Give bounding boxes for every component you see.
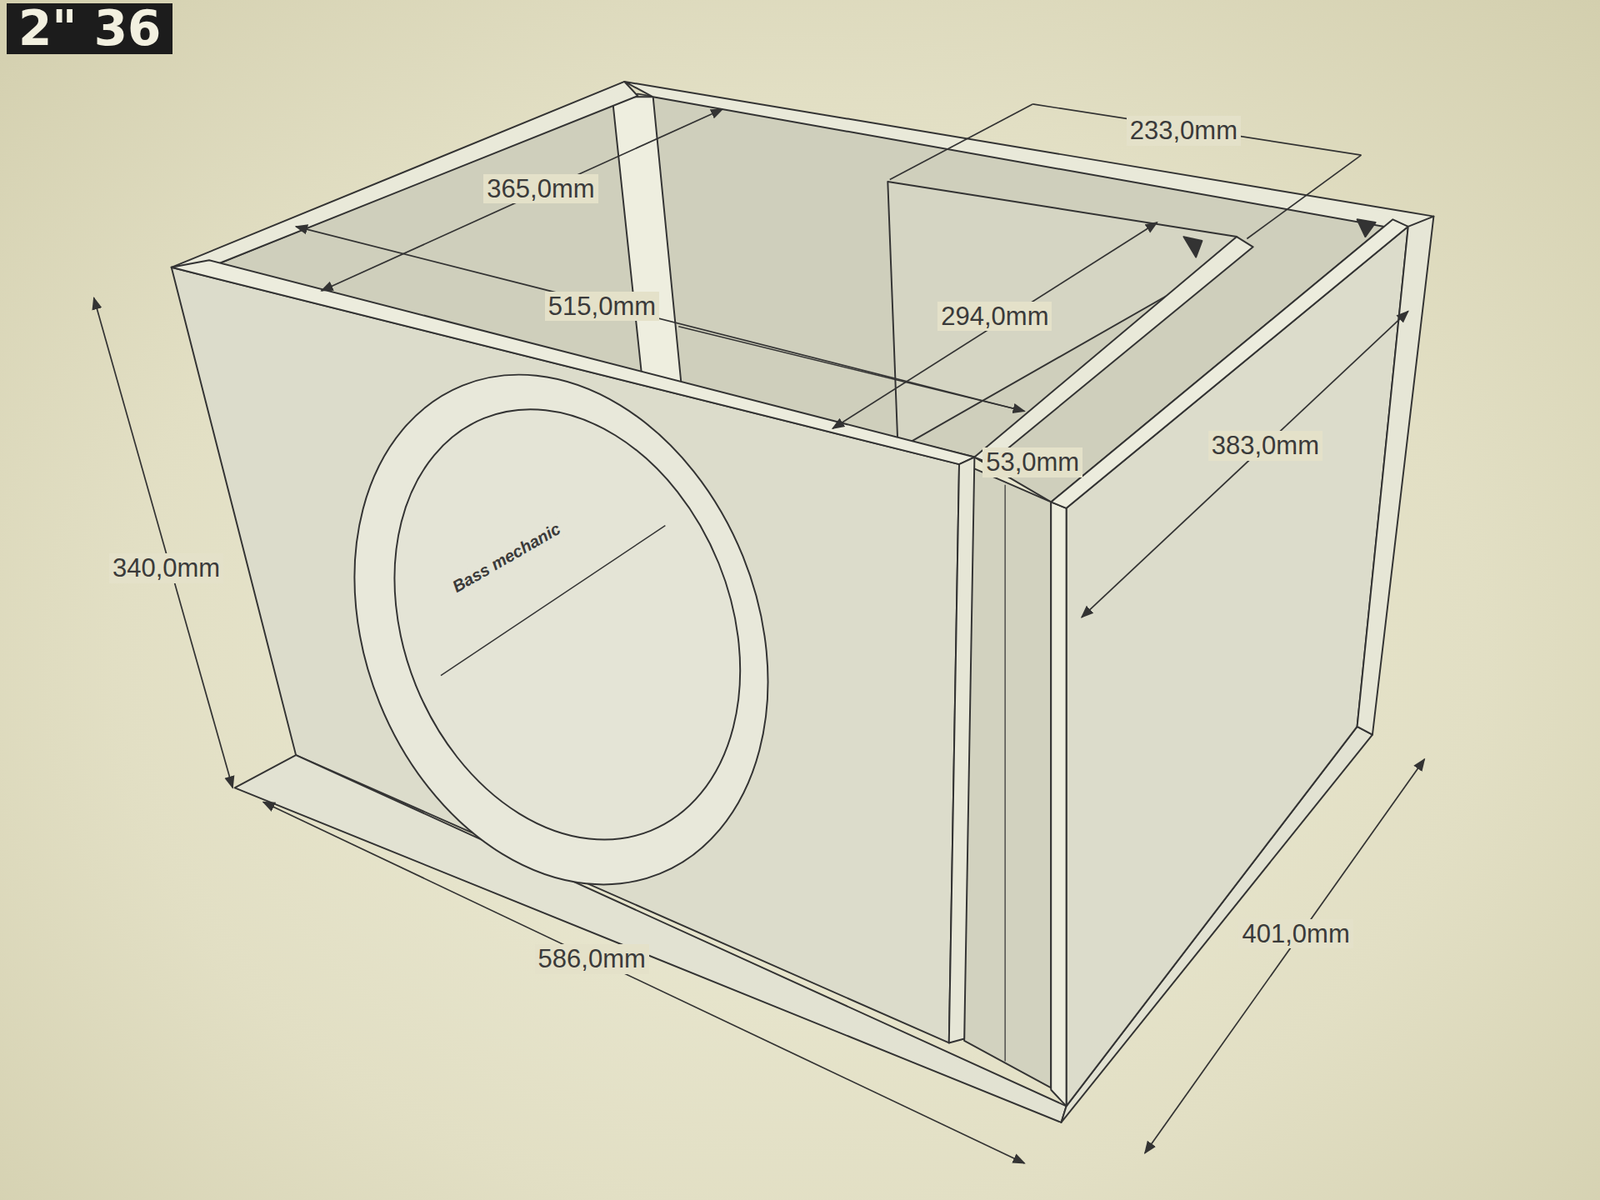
port-line <box>1005 485 1006 1062</box>
heading: 2" 36 <box>6 3 173 55</box>
dimension-label: 294,0mm <box>937 301 1052 332</box>
speaker-cone <box>332 356 802 892</box>
ext-233 <box>1246 155 1361 239</box>
dim-365 <box>321 109 723 291</box>
speaker-ring <box>280 312 842 948</box>
dim-233 <box>1032 104 1361 155</box>
dim-294 <box>832 222 1157 429</box>
port-outer-top <box>1050 219 1409 509</box>
left-top-edge <box>171 81 639 268</box>
dimension-label: 383,0mm <box>1208 430 1323 461</box>
front-panel <box>171 267 960 1044</box>
dimension-label: 340,0mm <box>109 553 224 584</box>
dim-586 <box>263 801 1025 1163</box>
dimension-label: 586,0mm <box>535 944 650 975</box>
dim-401 <box>1145 759 1425 1154</box>
corner-block <box>1183 236 1202 257</box>
brace <box>612 96 682 388</box>
corner-block <box>1357 219 1376 237</box>
dim-515 <box>295 226 1025 412</box>
back-top-edge <box>624 81 1434 233</box>
dimension-label: 401,0mm <box>1238 919 1353 950</box>
dim-340 <box>94 298 234 789</box>
dimension-label: 365,0mm <box>483 174 598 205</box>
dimension-label: 53,0mm <box>982 447 1083 478</box>
port-outer-edge <box>1050 501 1066 1106</box>
dimension-label: 233,0mm <box>1126 115 1241 146</box>
port-gap <box>964 464 1051 1088</box>
right-side-edge <box>1357 216 1435 735</box>
front-right-edge <box>949 457 975 1044</box>
dimension-label: 515,0mm <box>545 291 660 322</box>
cone-line <box>440 525 665 676</box>
ext-233 <box>890 104 1033 180</box>
dim-383 <box>1081 310 1409 617</box>
